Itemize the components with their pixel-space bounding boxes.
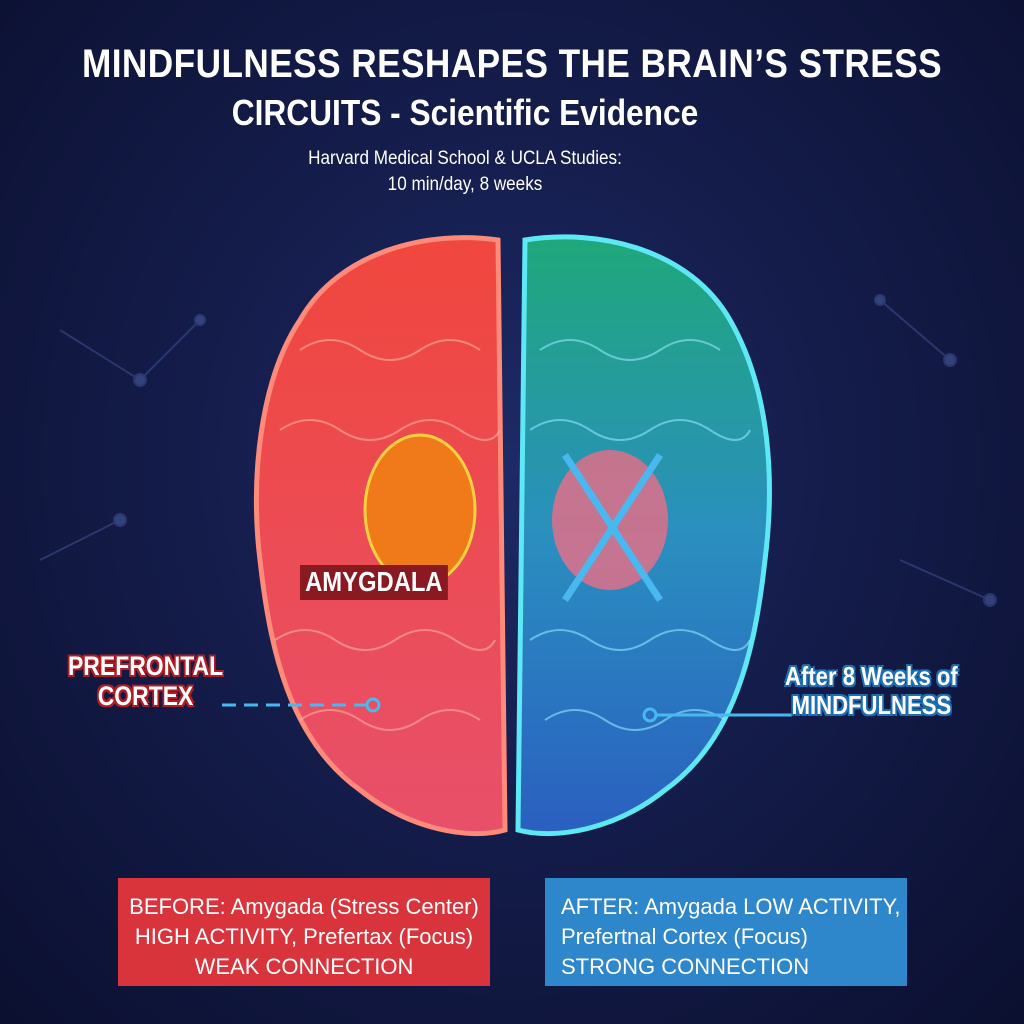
amygdala-label: AMYGDALA — [300, 565, 448, 600]
after-summary-box: AFTER: Amygada LOW ACTIVITY, Prefertnal … — [545, 878, 907, 986]
right-brain-folds — [529, 339, 751, 731]
prefrontal-line-2: CORTEX — [97, 680, 194, 711]
prefrontal-cortex-label: PREFRONTAL CORTEX — [68, 651, 224, 711]
before-summary-box: BEFORE: Amygada (Stress Center) HIGH ACT… — [118, 878, 490, 986]
after-connector — [642, 707, 792, 723]
subtitle-line-2: 10 min/day, 8 weeks — [387, 174, 543, 195]
before-line-3: WEAK CONNECTION — [194, 954, 414, 979]
before-line-2: HIGH ACTIVITY, Prefertax (Focus) — [134, 924, 474, 949]
after-label-line-2: MINDFULNESS — [791, 689, 952, 720]
title-line-1: MINDFULNESS RESHAPES THE BRAIN’S STRESS — [81, 42, 943, 86]
cross-mark-icon — [562, 453, 663, 602]
network-background — [39, 294, 997, 607]
prefrontal-line-1: PREFRONTAL — [68, 651, 224, 681]
subtitle-line-1: Harvard Medical School & UCLA Studies: — [308, 148, 622, 169]
after-line-3: STRONG CONNECTION — [561, 954, 810, 979]
after-line-2: Prefertnal Cortex (Focus) — [561, 924, 808, 949]
before-line-1: BEFORE: Amygada (Stress Center) — [129, 894, 479, 919]
after-8-weeks-label: After 8 Weeks of MINDFULNESS — [785, 662, 958, 719]
prefrontal-connector — [222, 697, 381, 713]
left-brain-folds — [274, 339, 501, 731]
after-label-line-1: After 8 Weeks of — [785, 661, 958, 691]
title-line-2: CIRCUITS - Scientific Evidence — [231, 92, 699, 133]
after-line-1: AFTER: Amygada LOW ACTIVITY, — [561, 894, 901, 919]
amygdala-high-activity — [363, 433, 477, 587]
